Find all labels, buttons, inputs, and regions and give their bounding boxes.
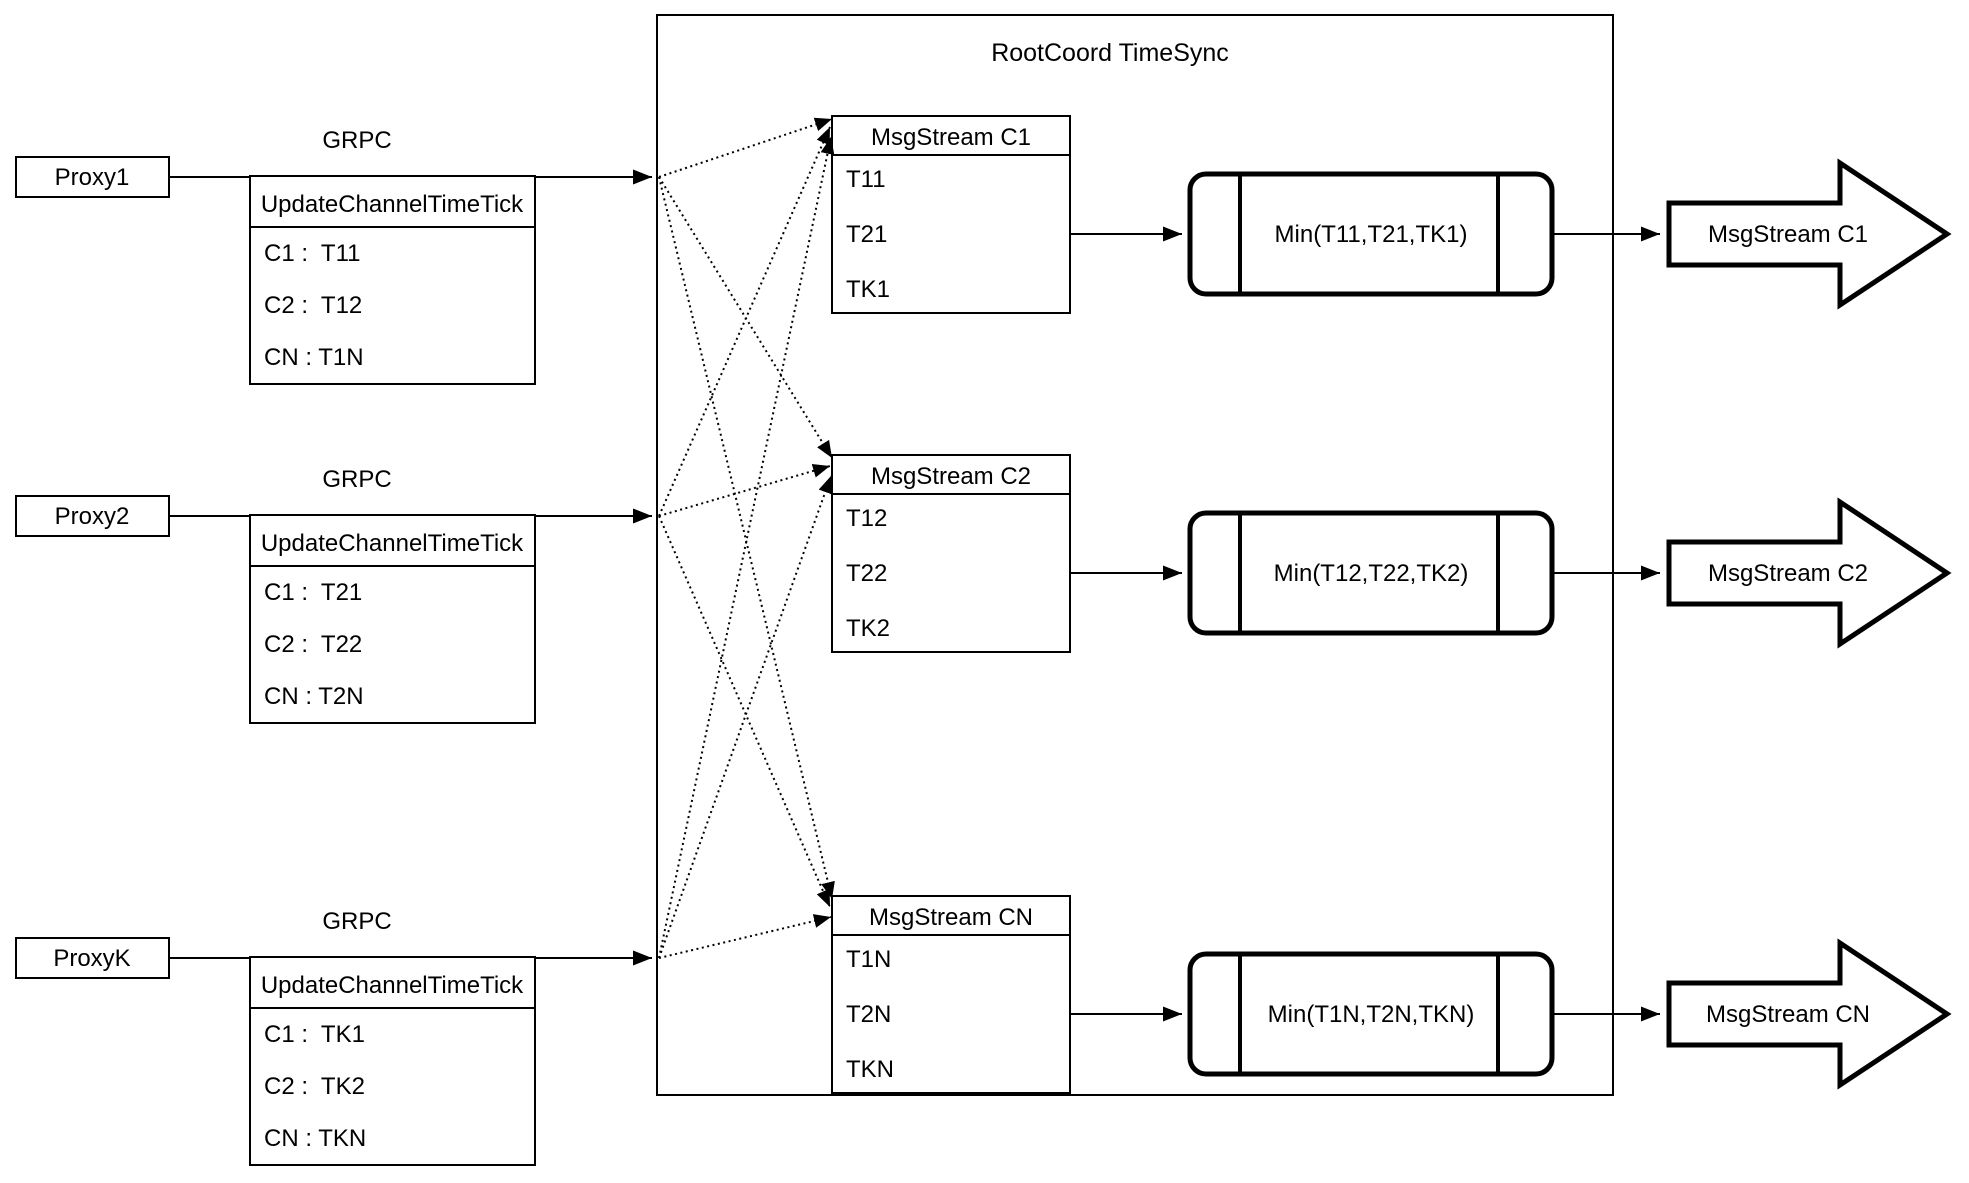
update-tick-table-1 [249,175,536,385]
msgstream-c2-tick-1: T12 [846,505,887,532]
proxy2-box [15,495,170,537]
update-tick-table-3-header: UpdateChannelTimeTick [261,972,524,999]
update-tick-table-3-row-3: CN : TKN [264,1125,366,1152]
msgstream-c1-table-header: MsgStream C1 [871,124,1031,151]
proxy1-label: Proxy1 [55,164,130,191]
update-tick-table-1-row-1: C1 : T11 [264,240,361,267]
proxy-group-2: GRPC Proxy2 UpdateChannelTimeTick C1 : T… [15,466,652,724]
output-arrow-c2-label: MsgStream C2 [1708,560,1868,587]
channel-group-cn: MsgStream CN T1N T2N TKN Min(T1N,T2N,TKN… [831,895,1952,1094]
dotted-link-proxy2-c2 [658,464,831,517]
update-tick-table-2-row-2: C2 : T22 [264,631,362,658]
update-tick-table-3 [249,956,536,1166]
msgstream-cn-tick-2: T2N [846,1001,891,1028]
dotted-link-proxyk-cn [658,914,832,959]
msgstream-c2-table-header: MsgStream C2 [871,463,1031,490]
msgstream-cn-table-header: MsgStream CN [869,904,1033,931]
update-tick-table-3-row-1: C1 : TK1 [264,1021,365,1048]
update-tick-table-3-row-2: C2 : TK2 [264,1073,365,1100]
dotted-link-proxyk-c1 [658,136,835,959]
update-tick-table-1-row-3: CN : T1N [264,344,364,371]
proxyk-label: ProxyK [53,945,130,972]
update-tick-table-2 [249,514,536,724]
msgstream-c1-tick-3: TK1 [846,276,890,303]
msgstream-c1-tick-2: T21 [846,221,887,248]
msgstream-c2-table [831,454,1071,653]
grpc-label-2: GRPC [322,466,391,493]
proxy-group-1: GRPC Proxy1 UpdateChannelTimeTick C1 : T… [15,127,652,385]
output-arrow-cn-label: MsgStream CN [1706,1001,1870,1028]
update-tick-table-2-row-1: C1 : T21 [264,579,362,606]
msgstream-cn-tick-3: TKN [846,1056,894,1083]
output-arrow-c1-label: MsgStream C1 [1708,221,1868,248]
msgstream-cn-tick-1: T1N [846,946,891,973]
min-node-c1-label: Min(T11,T21,TK1) [1275,221,1468,248]
min-node-cn-label: Min(T1N,T2N,TKN) [1268,1001,1475,1028]
update-tick-table-2-row-3: CN : T2N [264,683,364,710]
update-tick-table-2-header: UpdateChannelTimeTick [261,530,524,557]
timetick-fanout-links [658,117,835,959]
update-tick-table-1-row-2: C2 : T12 [264,292,362,319]
msgstream-c2-tick-3: TK2 [846,615,890,642]
proxyk-box [15,937,170,979]
rootcoord-title: RootCoord TimeSync [991,39,1229,67]
msgstream-c1-table [831,115,1071,314]
min-node-c2-label: Min(T12,T22,TK2) [1274,560,1469,587]
channel-group-c2: MsgStream C2 T12 T22 TK2 Min(T12,T22,TK2… [831,454,1952,653]
output-arrow-c1 [1666,158,1952,310]
channel-group-c1: MsgStream C1 T11 T21 TK1 Min(T11,T21,TK1… [831,115,1952,314]
msgstream-c2-tick-2: T22 [846,560,887,587]
output-arrow-cn [1666,938,1952,1090]
msgstream-c1-tick-1: T11 [846,166,886,193]
grpc-label-3: GRPC [322,908,391,935]
grpc-label-1: GRPC [322,127,391,154]
proxy2-label: Proxy2 [55,503,130,530]
msgstream-cn-table [831,895,1071,1094]
update-tick-table-1-header: UpdateChannelTimeTick [261,191,524,218]
proxy-group-3: GRPC ProxyK UpdateChannelTimeTick C1 : T… [15,908,652,1166]
proxy1-box [15,156,170,198]
output-arrow-c2 [1666,497,1952,649]
